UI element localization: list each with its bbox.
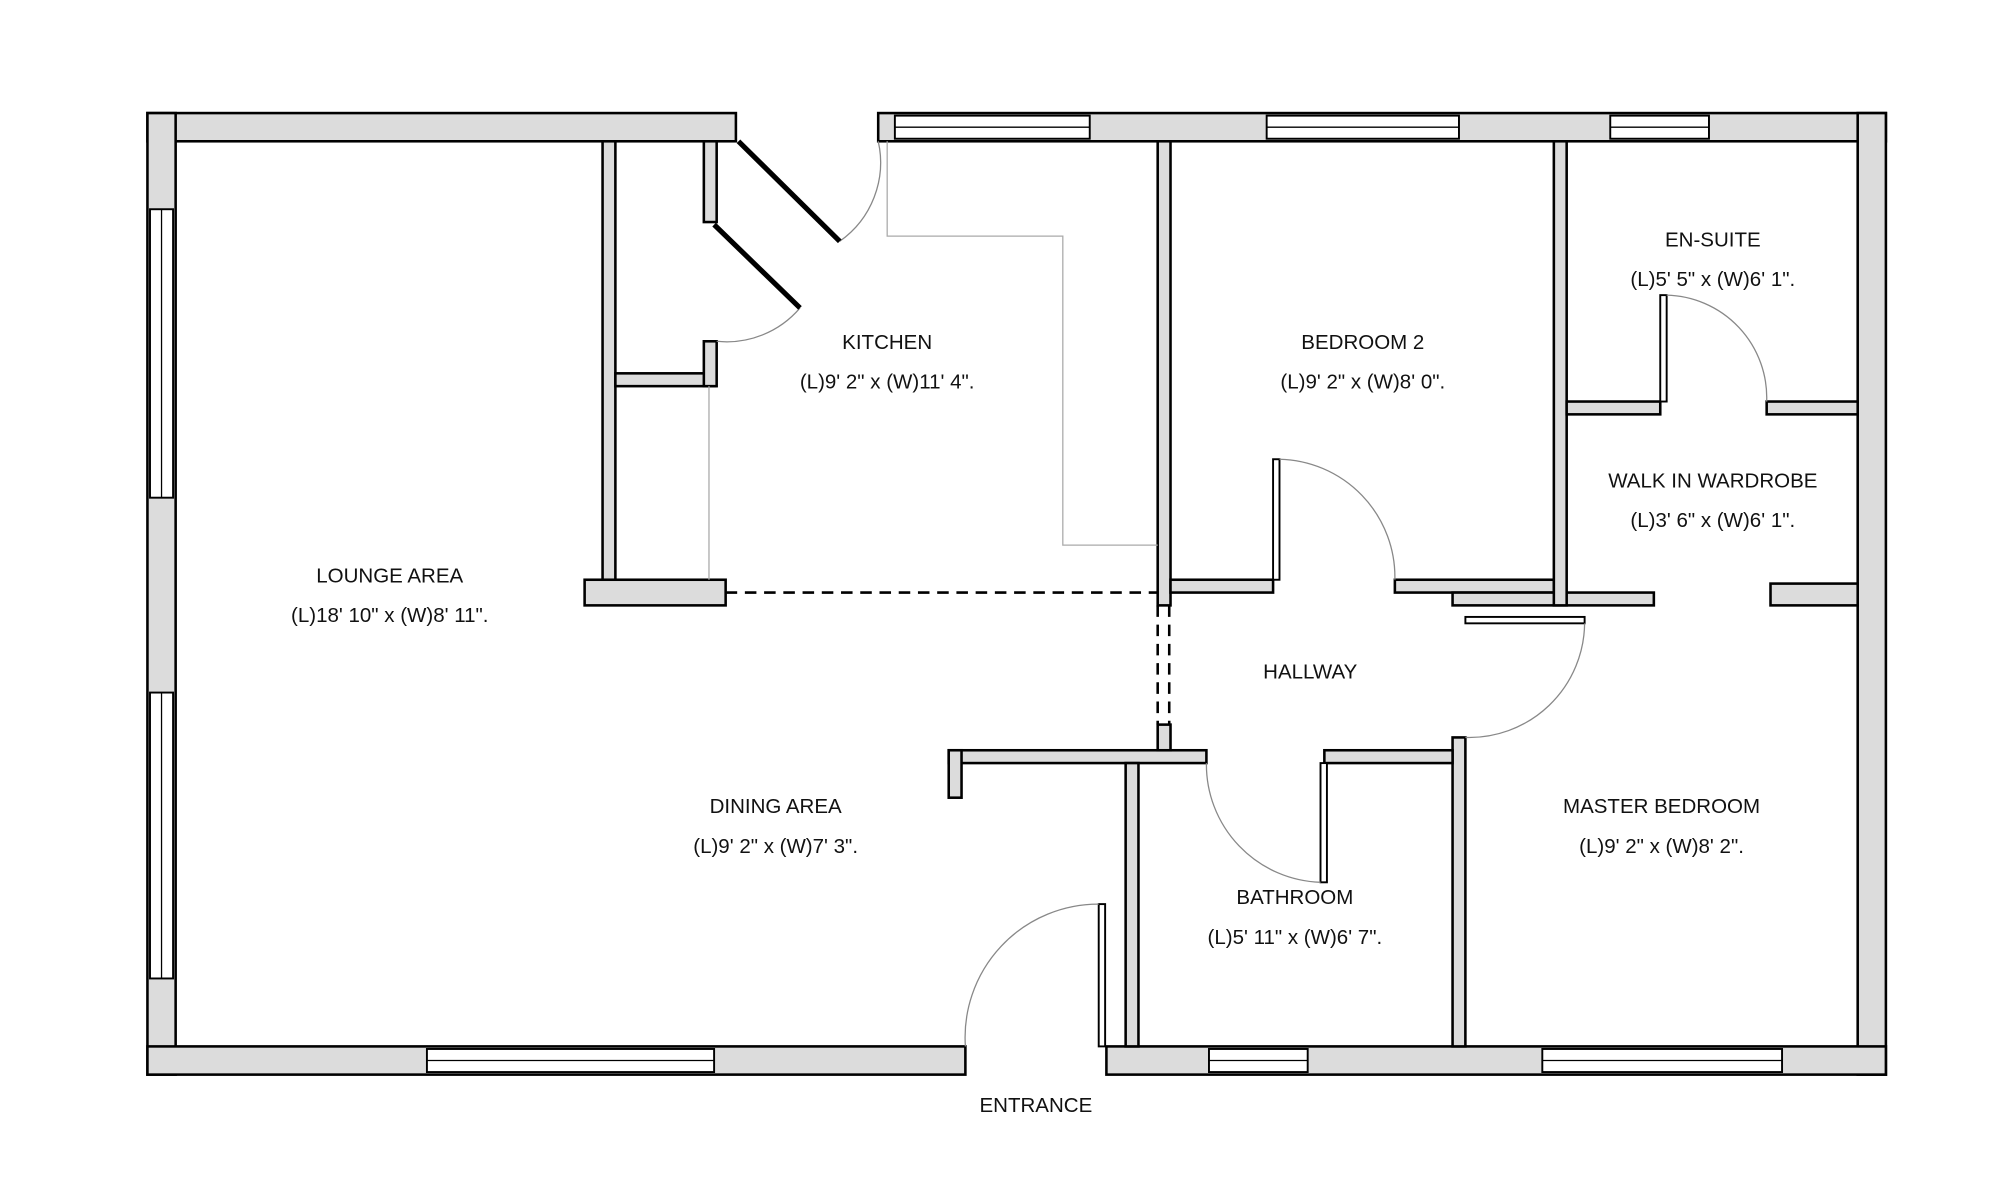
room-size: (L)18' 10" x (W)8' 11".: [291, 604, 488, 627]
room-size: (L)9' 2" x (W)8' 0".: [1280, 371, 1445, 394]
room-name: DINING AREA: [710, 795, 842, 818]
room-name: HALLWAY: [1263, 660, 1357, 683]
room-size: (L)5' 5" x (W)6' 1".: [1630, 268, 1795, 291]
room-size: (L)3' 6" x (W)6' 1".: [1630, 509, 1795, 532]
room-label-master-bedroom: MASTER BEDROOM (L)9' 2" x (W)8' 2".: [1563, 795, 1760, 858]
open-plan-dividers: [725, 591, 1171, 725]
room-name: LOUNGE AREA: [316, 564, 463, 587]
room-size: (L)9' 2" x (W)8' 2".: [1579, 835, 1744, 858]
room-name: KITCHEN: [842, 331, 932, 354]
room-label-dining: DINING AREA (L)9' 2" x (W)7' 3".: [693, 795, 858, 858]
room-size: (L)5' 11" x (W)6' 7".: [1208, 926, 1383, 949]
room-name: EN-SUITE: [1665, 228, 1761, 251]
room-name: WALK IN WARDROBE: [1608, 469, 1817, 492]
room-label-walk-in-wardrobe: WALK IN WARDROBE (L)3' 6" x (W)6' 1".: [1608, 469, 1817, 532]
room-label-hallway: HALLWAY: [1263, 660, 1357, 683]
windows: [149, 114, 1784, 1074]
entrance-label: ENTRANCE: [980, 1094, 1093, 1117]
doors: [708, 139, 1768, 1048]
room-size: (L)9' 2" x (W)11' 4".: [800, 371, 975, 394]
room-label-bedroom-2: BEDROOM 2 (L)9' 2" x (W)8' 0".: [1280, 331, 1445, 394]
room-size: (L)9' 2" x (W)7' 3".: [693, 835, 858, 858]
room-name: BEDROOM 2: [1301, 331, 1424, 354]
room-name: MASTER BEDROOM: [1563, 795, 1760, 818]
room-label-en-suite: EN-SUITE (L)5' 5" x (W)6' 1".: [1630, 228, 1795, 291]
room-name: BATHROOM: [1236, 886, 1353, 909]
room-label-bathroom: BATHROOM (L)5' 11" x (W)6' 7".: [1208, 886, 1383, 949]
room-label-lounge: LOUNGE AREA (L)18' 10" x (W)8' 11".: [291, 564, 488, 627]
room-label-kitchen: KITCHEN (L)9' 2" x (W)11' 4".: [800, 331, 975, 394]
